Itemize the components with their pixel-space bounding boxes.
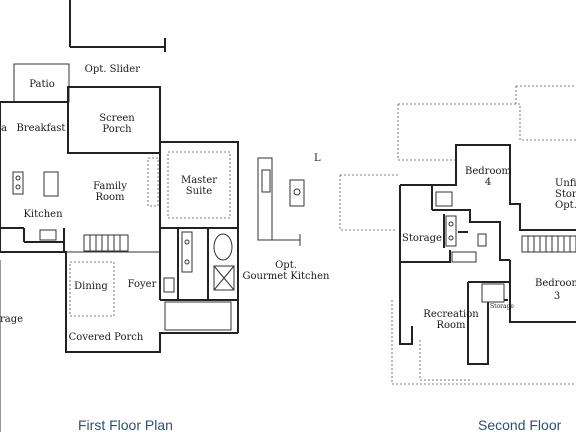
opt-gourmet-kitchen-detail (257, 157, 305, 246)
covered-porch-label: Covered Porch (69, 332, 144, 343)
bedroom4-label-1: Bedroom (465, 166, 511, 177)
bedroom3-label-1: Bedroom (535, 278, 576, 289)
bedroom4-label-2: 4 (485, 177, 491, 188)
first-floor-stairs (83, 234, 129, 252)
breakfast-label: Breakfast (17, 123, 66, 134)
second-floor-fixtures (435, 191, 505, 303)
recreation-label-1: Recreation (423, 309, 479, 320)
unfinished-label-1: Unfi (555, 178, 576, 189)
second-floor-caption: Second Floor (478, 417, 562, 432)
kitchen-label: Kitchen (23, 209, 63, 220)
small-storage-label: Storage (490, 303, 514, 310)
bedroom3-label-2: 3 (554, 291, 560, 302)
covered-porch-slab (164, 301, 232, 331)
opt-gourmet-label-1: Opt. (275, 260, 297, 271)
first-floor-caption: First Floor Plan (78, 417, 173, 432)
first-floor-walls (0, 86, 239, 432)
room-label: Room (95, 192, 125, 203)
kitchen-fixtures (12, 171, 59, 197)
second-floor-walls (399, 144, 576, 365)
master-bath-fixtures (163, 231, 235, 293)
l-mark-label: L (314, 153, 321, 164)
screen-label: Screen (99, 113, 135, 124)
suite-label: Suite (186, 186, 213, 197)
second-floor-stairs (521, 235, 576, 253)
family-room-closet (147, 157, 159, 207)
unfinished-label-3: Opt. (555, 200, 576, 211)
family-label: Family (93, 181, 127, 192)
patio-label: Patio (29, 79, 54, 90)
edge-letter-label: a (1, 123, 7, 134)
dining-label: Dining (74, 281, 108, 292)
foyer-label: Foyer (128, 279, 157, 290)
garage-label: rage (0, 314, 23, 325)
opt-gourmet-label-2: Gourmet Kitchen (243, 271, 330, 282)
second-floor-plan: Bedroom 4 Unfi Stor Opt. Storage Bedroom… (339, 85, 576, 432)
master-label: Master (181, 175, 217, 186)
roof-outlines (339, 85, 576, 385)
recreation-label-2: Room (436, 320, 466, 331)
left-pantry (39, 229, 57, 241)
unfinished-label-2: Stor (555, 189, 576, 200)
opt-slider-label: Opt. Slider (85, 64, 141, 75)
opt-slider-outline (69, 0, 166, 52)
first-floor-plan: Opt. Slider Patio a Breakfast Screen Por… (0, 0, 330, 432)
dining-inset (69, 261, 115, 317)
porch-label: Porch (102, 124, 132, 135)
storage-label: Storage (402, 233, 442, 244)
